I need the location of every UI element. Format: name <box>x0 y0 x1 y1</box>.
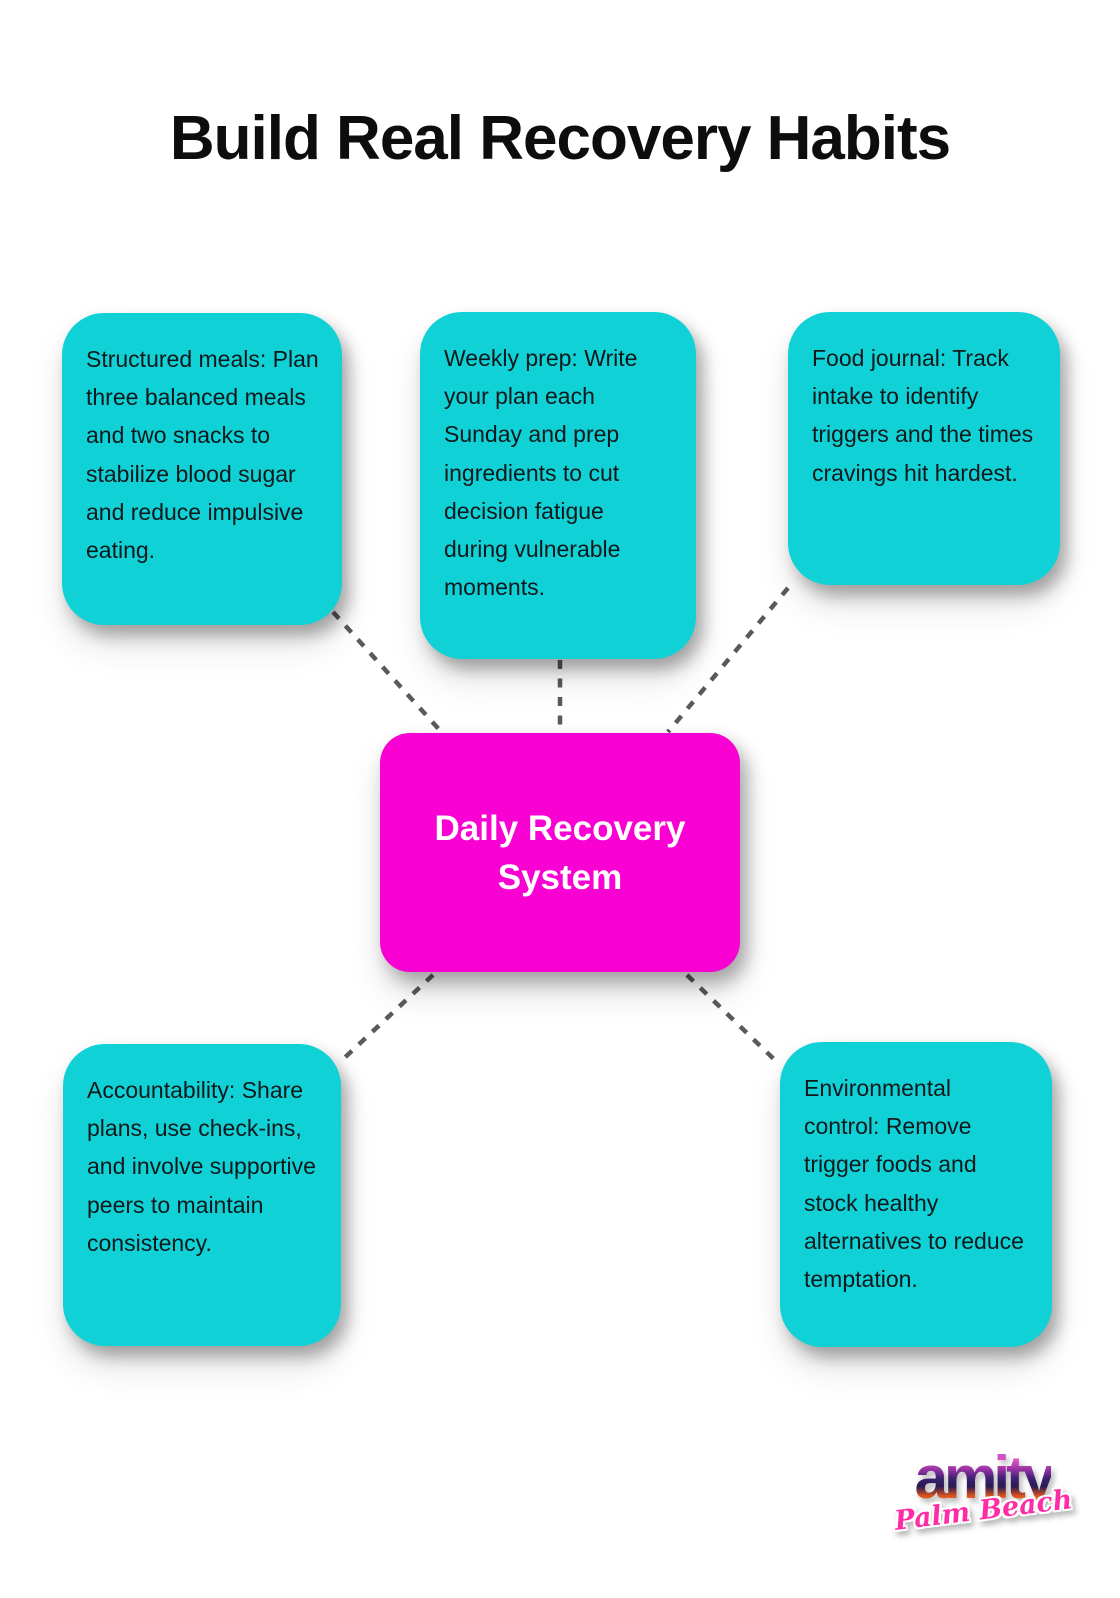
node-structured-meals: Structured meals: Plan three balanced me… <box>62 313 342 625</box>
node-weekly-prep-text: Weekly prep: Write your plan each Sunday… <box>444 345 638 601</box>
page-title: Build Real Recovery Habits <box>169 104 951 173</box>
node-structured-meals-text: Structured meals: Plan three balanced me… <box>86 346 319 563</box>
node-environmental-control: Environmental control: Remove trigger fo… <box>780 1042 1052 1347</box>
node-accountability: Accountability: Share plans, use check-i… <box>63 1044 341 1346</box>
logo-brand-text: amity <box>914 1444 1056 1511</box>
node-accountability-text: Accountability: Share plans, use check-i… <box>87 1077 316 1256</box>
node-food-journal: Food journal: Track intake to identify t… <box>788 312 1060 585</box>
connector-environmental-control <box>685 973 782 1067</box>
node-weekly-prep: Weekly prep: Write your plan each Sunday… <box>420 312 696 659</box>
center-node-label: Daily Recovery System <box>434 808 686 897</box>
node-environmental-control-text: Environmental control: Remove trigger fo… <box>804 1075 1024 1292</box>
amity-palm-beach-logo: amity Palm Beach <box>892 1444 1073 1537</box>
node-food-journal-text: Food journal: Track intake to identify t… <box>812 345 1034 486</box>
connector-accountability <box>338 973 435 1064</box>
center-node-daily-recovery-system: Daily Recovery System <box>380 733 740 972</box>
